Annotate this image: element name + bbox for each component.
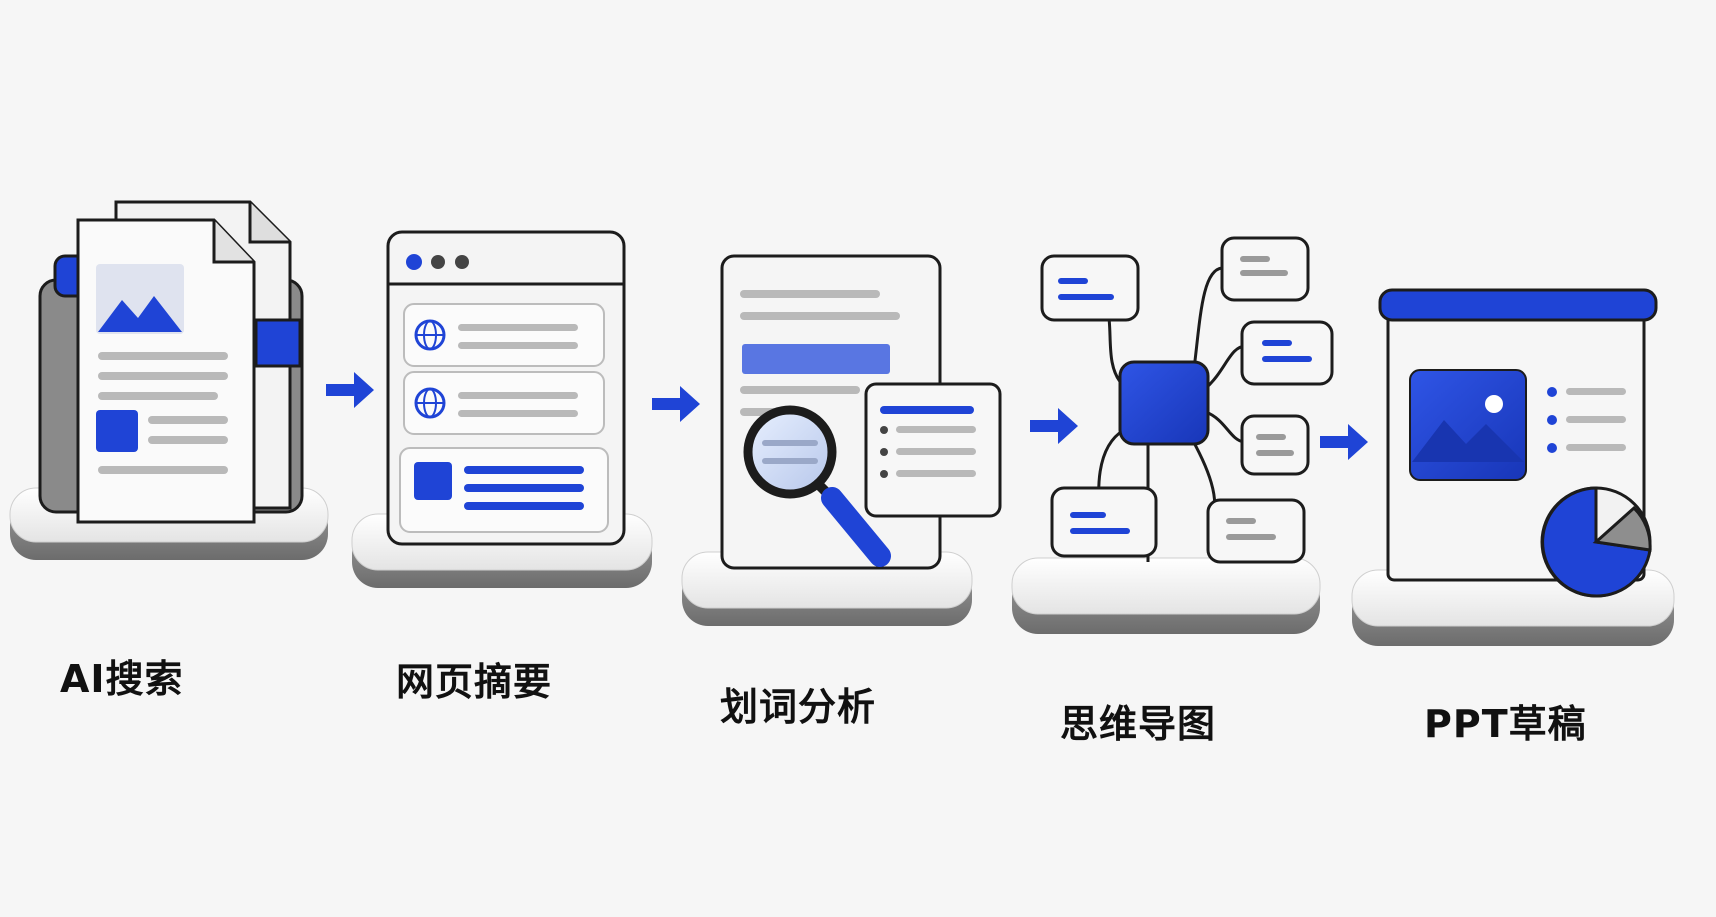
presentation-header-bar [1378, 288, 1658, 322]
arrow-right-icon [1320, 424, 1368, 460]
mind-map-icon [1011, 236, 1334, 634]
step-label-web-summary: 网页摘要 [396, 660, 553, 704]
browser-window-icon [351, 230, 653, 588]
magnifier-lens [743, 405, 837, 499]
pedestal-top [1011, 557, 1321, 615]
arrow-right-icon [326, 372, 374, 408]
mind-map-center-node [1118, 360, 1210, 446]
pie-chart-icon [1540, 486, 1652, 598]
step-label-word-analysis: 划词分析 [720, 685, 877, 729]
stacked-documents-icon [9, 200, 329, 560]
arrow-right-icon [652, 386, 700, 422]
magnifier-document-icon [681, 254, 1002, 626]
step-label-ppt-draft: PPT草稿 [1424, 702, 1587, 746]
step-label-mind-map: 思维导图 [1060, 702, 1217, 746]
step-label-ai-search: AI搜索 [60, 657, 184, 701]
arrow-right-icon [1030, 408, 1078, 444]
presentation-board-icon [1351, 288, 1675, 646]
